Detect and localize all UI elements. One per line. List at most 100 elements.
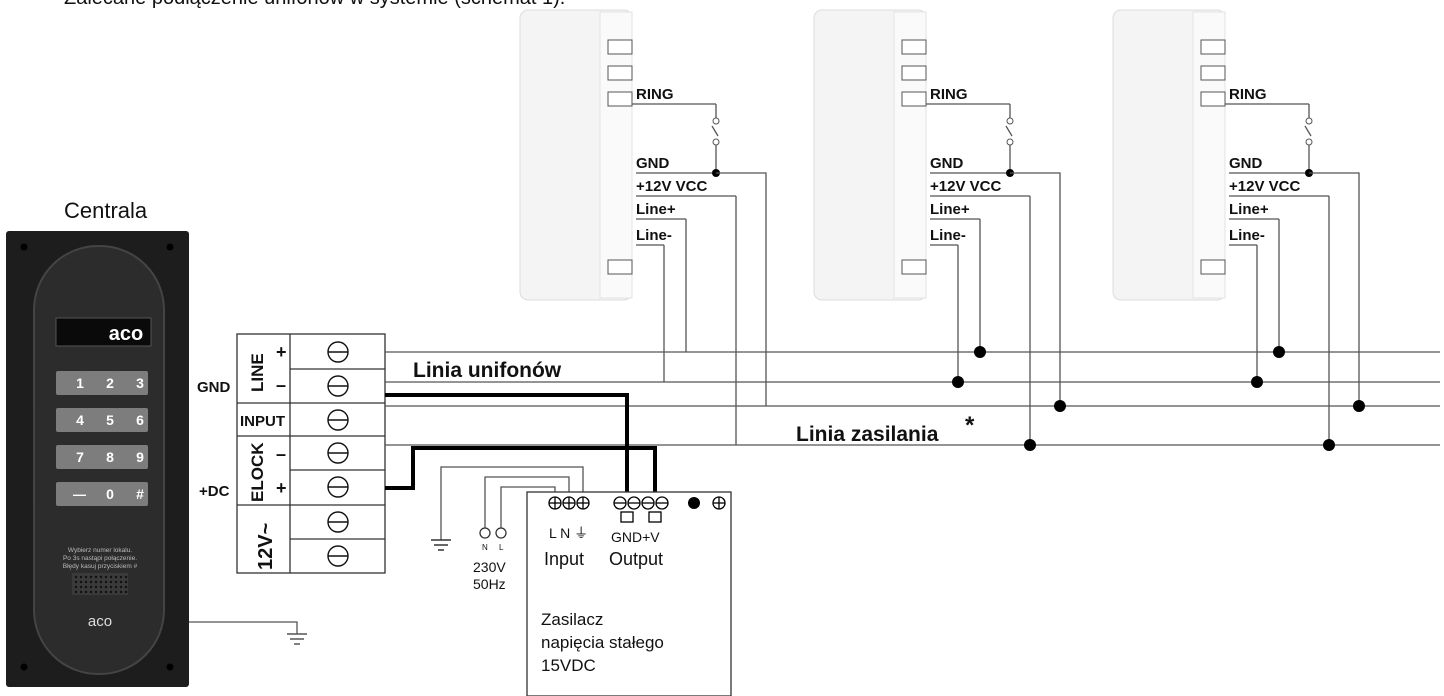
panel-bottom-logo: aco (88, 613, 112, 630)
speaker-grille (72, 573, 128, 595)
key-button (116, 445, 148, 469)
handset-terminal-label: Line+ (636, 201, 676, 218)
psu-output-label: Output (609, 549, 663, 569)
central-label: Centrala (64, 198, 148, 223)
psu-input-terminals: L N ⏚ (549, 525, 588, 541)
instruction-line-1: Wybierz numer lokalu. (68, 547, 132, 554)
key-label: 8 (106, 449, 114, 465)
hook-tab (1200, 39, 1226, 55)
keypad: 1 2 3 4 5 6 7 8 9 — 0 # (56, 371, 148, 506)
hook-tab (901, 259, 927, 275)
junction-dot (1273, 346, 1285, 358)
psu-title-line-2: napięcia stałego (541, 633, 664, 652)
key-button (116, 482, 148, 506)
display-logo: aco (109, 323, 143, 345)
hook-tab (901, 65, 927, 81)
handset-terminal-label: Line- (636, 227, 672, 244)
key-label: 1 (76, 375, 84, 391)
instruction-line-2: Po 3s nastąpi połączenie. (63, 555, 137, 562)
handset-terminal-label: GND (930, 155, 964, 172)
key-button (116, 371, 148, 395)
junction-dot (952, 376, 964, 388)
mains-l-label: L (499, 543, 504, 552)
key-button (56, 482, 88, 506)
panel-instructions: Wybierz numer lokalu. Po 3s nastąpi połą… (63, 547, 138, 570)
handset-terminal-label: Line- (930, 227, 966, 244)
hook-tab (607, 259, 633, 275)
power-line-asterisk: * (965, 412, 975, 439)
hook-tab (607, 65, 633, 81)
handset-1: RING GND +12V VCC Line+ Line- (519, 9, 767, 445)
handset-terminal-label: RING (636, 86, 674, 103)
key-label: 7 (76, 449, 84, 465)
hook-tab (901, 91, 927, 107)
key-label: 4 (76, 412, 84, 428)
elock-minus-sign: – (276, 444, 286, 464)
psu-input-label: Input (544, 549, 584, 569)
junction-dot (1251, 376, 1263, 388)
handset-terminal-label: +12V VCC (930, 178, 1001, 195)
power-line-label: Linia zasilania (796, 423, 939, 446)
key-button (86, 408, 118, 432)
key-button (56, 408, 88, 432)
junction-dot (1054, 400, 1066, 412)
elock-plus-sign: + (276, 478, 287, 498)
hook-tab (901, 39, 927, 55)
hook-tab (1200, 91, 1226, 107)
junction-dot (1024, 439, 1036, 451)
input-label: INPUT (240, 413, 285, 430)
handset-terminal-label: +12V VCC (636, 178, 707, 195)
key-label: # (136, 486, 144, 502)
bus-lines (385, 351, 1440, 446)
junction-dot (974, 346, 986, 358)
gnd-side-label: GND (197, 379, 231, 396)
psu-feed-wires (385, 393, 657, 497)
key-label: 5 (106, 412, 114, 428)
handset-terminal-label: Line+ (930, 201, 970, 218)
junction-dot (1323, 439, 1335, 451)
ac-12v-label: 12V~ (255, 523, 277, 570)
key-label: 3 (136, 375, 144, 391)
panel-ground-symbol (189, 621, 307, 645)
hook-tab (607, 39, 633, 55)
line-label: LINE (248, 353, 267, 392)
hook-tab (1200, 65, 1226, 81)
handset-terminal-label: Line+ (1229, 201, 1269, 218)
elock-label: ELOCK (248, 442, 267, 502)
handset-terminal-label: GND (1229, 155, 1263, 172)
psu-title-line-1: Zasilacz (541, 610, 603, 629)
handset-2: RING GND +12V VCC Line+ Line- (813, 9, 1066, 451)
key-label: 6 (136, 412, 144, 428)
key-button (116, 408, 148, 432)
mains-n-label: N (482, 543, 488, 552)
unifon-line-label: Linia unifonów (413, 359, 562, 382)
line-minus-sign: – (276, 375, 286, 395)
handsets: RING GND +12V VCC Line+ Line- RING GND +12V VCC… (519, 9, 1365, 451)
key-label: 2 (106, 375, 114, 391)
psu-title-line-3: 15VDC (541, 656, 596, 675)
psu-output-terminals: GND+V (611, 529, 660, 545)
dc-side-label: +DC (199, 483, 230, 500)
key-button (86, 445, 118, 469)
handset-terminal-label: GND (636, 155, 670, 172)
key-label: 9 (136, 449, 144, 465)
mains-voltage: 230V (473, 559, 506, 575)
key-button (56, 445, 88, 469)
key-label: 0 (106, 486, 114, 502)
key-label: — (73, 486, 87, 502)
handset-terminal-label: +12V VCC (1229, 178, 1300, 195)
terminal-block (236, 333, 386, 574)
power-supply-unit (526, 491, 732, 696)
key-button (86, 371, 118, 395)
key-button (86, 482, 118, 506)
line-plus-sign: + (276, 342, 287, 362)
junction-dot (1353, 400, 1365, 412)
header-text: Zalecane podłączenie unifonów w systemie… (64, 0, 565, 9)
instruction-line-3: Błędy kasuj przyciskiem # (63, 563, 138, 570)
hook-tab (607, 91, 633, 107)
hook-tab (1200, 259, 1226, 275)
handset-terminal-label: RING (930, 86, 968, 103)
handset-terminal-label: Line- (1229, 227, 1265, 244)
